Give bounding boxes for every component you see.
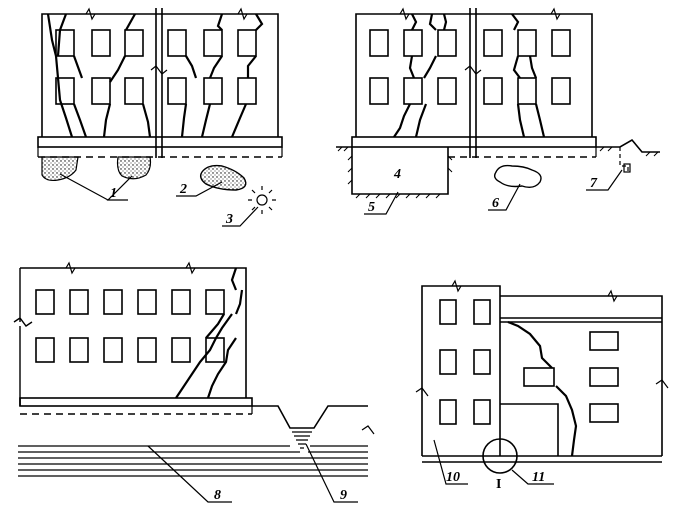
break-mark bbox=[85, 7, 96, 21]
label-1: 1 bbox=[110, 186, 117, 201]
cracks bbox=[393, 13, 546, 138]
karst-void-6 bbox=[493, 164, 542, 189]
cracks bbox=[175, 267, 244, 399]
right-break bbox=[361, 425, 375, 435]
expansion-joint bbox=[469, 8, 477, 158]
windows-tall bbox=[439, 299, 491, 425]
detail-circle bbox=[482, 438, 518, 474]
leader-lines bbox=[433, 439, 554, 485]
tall-building bbox=[421, 285, 501, 456]
label-4: 4 bbox=[393, 167, 401, 182]
side-break bbox=[655, 379, 669, 389]
joint-break bbox=[150, 65, 168, 75]
cracks bbox=[46, 13, 264, 138]
weak-soil-lens-1b bbox=[116, 156, 152, 180]
break-mark bbox=[550, 7, 561, 21]
pit-hatch bbox=[347, 155, 453, 199]
foundation-strip bbox=[37, 136, 283, 148]
label-10: 10 bbox=[446, 470, 460, 485]
label-3: 3 bbox=[225, 212, 233, 227]
label-6: 6 bbox=[492, 196, 499, 211]
break-mark bbox=[607, 289, 618, 303]
break-mark bbox=[185, 261, 196, 275]
panel-top-right bbox=[336, 7, 660, 215]
label-9: 9 bbox=[340, 488, 347, 503]
panel-top-left bbox=[37, 7, 283, 227]
ground-line bbox=[19, 398, 368, 429]
cracks bbox=[507, 320, 578, 457]
leader-lines bbox=[59, 173, 259, 227]
label-detail-i: I bbox=[496, 477, 501, 492]
trench-water bbox=[292, 431, 312, 449]
building-outline bbox=[20, 267, 247, 398]
label-11: 11 bbox=[532, 470, 545, 485]
expansion-joint bbox=[155, 8, 163, 158]
side-break bbox=[415, 387, 429, 397]
windows bbox=[55, 29, 257, 105]
panel-bottom-right bbox=[415, 279, 669, 485]
break-mark bbox=[65, 261, 76, 275]
ground-hatch bbox=[337, 146, 659, 157]
panel-bottom-left bbox=[13, 261, 375, 503]
annex-roof bbox=[500, 317, 662, 323]
ground-line bbox=[336, 138, 660, 153]
break-mark bbox=[451, 279, 462, 293]
foundation-strip bbox=[19, 397, 253, 407]
label-2: 2 bbox=[179, 182, 187, 197]
label-5: 5 bbox=[368, 200, 375, 215]
windows-annex bbox=[523, 331, 619, 423]
windows bbox=[35, 289, 225, 363]
soil-strata bbox=[18, 445, 368, 477]
annex-wall bbox=[500, 403, 559, 456]
leader-lines bbox=[364, 169, 623, 215]
label-8: 8 bbox=[214, 488, 221, 503]
windows bbox=[369, 29, 571, 105]
annex-building bbox=[500, 295, 663, 456]
weak-soil-lens-1a bbox=[41, 156, 79, 182]
retaining-footing bbox=[623, 163, 631, 173]
leader-lines bbox=[147, 443, 358, 503]
side-break bbox=[13, 268, 33, 398]
break-mark bbox=[399, 7, 410, 21]
break-mark bbox=[237, 7, 248, 21]
foundation-strip bbox=[351, 136, 597, 148]
cavity-2 bbox=[199, 164, 247, 191]
label-7: 7 bbox=[590, 176, 598, 191]
base-line bbox=[422, 455, 662, 463]
labels: 1 2 3 4 5 6 7 8 9 10 11 I bbox=[110, 167, 598, 503]
joint-break bbox=[464, 65, 482, 75]
building-outline bbox=[41, 13, 279, 137]
heat-source-icon bbox=[248, 186, 276, 214]
building-outline bbox=[355, 13, 593, 137]
